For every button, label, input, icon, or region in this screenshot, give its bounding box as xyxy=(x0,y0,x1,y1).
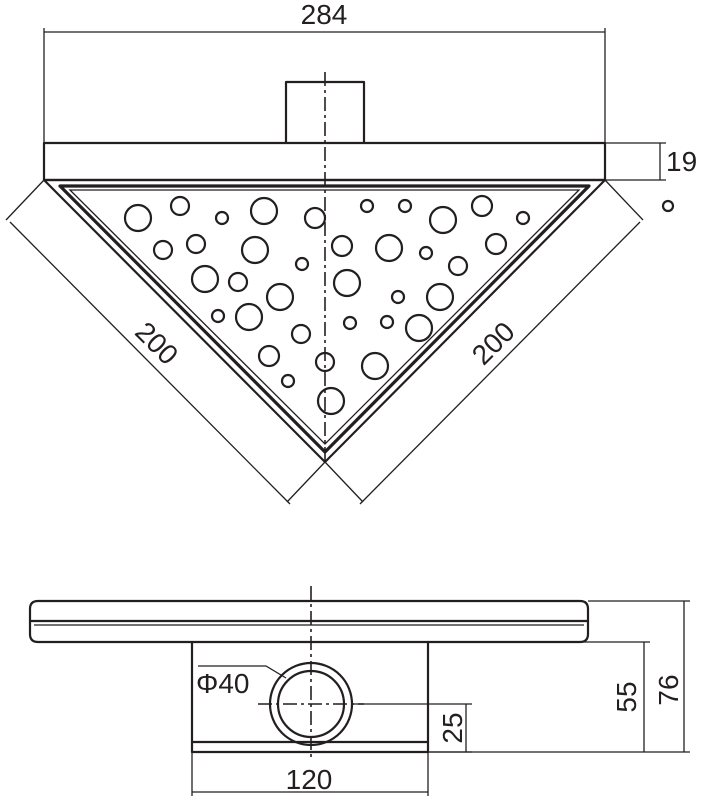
perforation-hole xyxy=(280,373,296,389)
top-view: 284 19 200 200 xyxy=(5,0,697,505)
perforation-hole xyxy=(404,313,434,343)
perforation-hole xyxy=(210,308,226,324)
perforation-hole xyxy=(428,205,458,235)
perforation-hole xyxy=(342,315,358,331)
perforation-hole xyxy=(227,271,249,293)
total-height-label: 76 xyxy=(653,674,684,705)
perforation-hole xyxy=(661,199,675,213)
right-side-dimension-line xyxy=(359,221,641,505)
perforation-hole xyxy=(397,198,413,214)
front-view: Φ40 25 55 76 120 xyxy=(28,586,690,796)
perforation-hole xyxy=(257,344,281,368)
perforation-hole xyxy=(470,194,494,218)
perforation-hole xyxy=(374,233,404,263)
left-side-length-label: 200 xyxy=(129,316,184,371)
perforation-hole xyxy=(294,256,310,272)
perforation-hole xyxy=(265,282,295,312)
perforation-hole xyxy=(169,195,191,217)
perforation-hole xyxy=(418,245,434,261)
perforation-hole xyxy=(290,323,312,345)
overall-width-label: 284 xyxy=(301,0,348,30)
perforation-hole xyxy=(390,289,406,305)
perforation-hole xyxy=(249,196,279,226)
perforation-hole xyxy=(240,235,270,265)
perforation-hole xyxy=(234,302,264,332)
grate-perforations xyxy=(123,194,675,416)
perforation-hole xyxy=(185,233,207,255)
perforation-hole xyxy=(316,386,346,416)
perforation-hole xyxy=(447,255,469,277)
perforation-hole xyxy=(330,234,354,258)
perforation-hole xyxy=(214,210,230,226)
perforation-hole xyxy=(379,314,395,330)
body-height-label: 55 xyxy=(611,681,642,712)
flange-thickness-label: 19 xyxy=(666,146,697,177)
perforation-hole xyxy=(515,210,531,226)
body-width-label: 120 xyxy=(286,764,333,795)
outlet-diameter-label: Φ40 xyxy=(196,668,249,699)
diameter-leader xyxy=(198,665,287,679)
perforation-hole xyxy=(190,264,220,294)
perforation-hole xyxy=(359,198,375,214)
outlet-height-label: 25 xyxy=(437,712,468,743)
right-side-length-label: 200 xyxy=(466,316,521,371)
perforation-hole xyxy=(152,239,174,261)
perforation-hole xyxy=(123,203,153,233)
left-side-dimension-line xyxy=(9,221,291,505)
perforation-hole xyxy=(303,206,327,230)
perforation-hole xyxy=(332,268,362,298)
perforation-hole xyxy=(484,232,508,256)
perforation-hole xyxy=(425,282,455,312)
perforation-hole xyxy=(360,351,390,381)
drain-body xyxy=(190,640,430,754)
